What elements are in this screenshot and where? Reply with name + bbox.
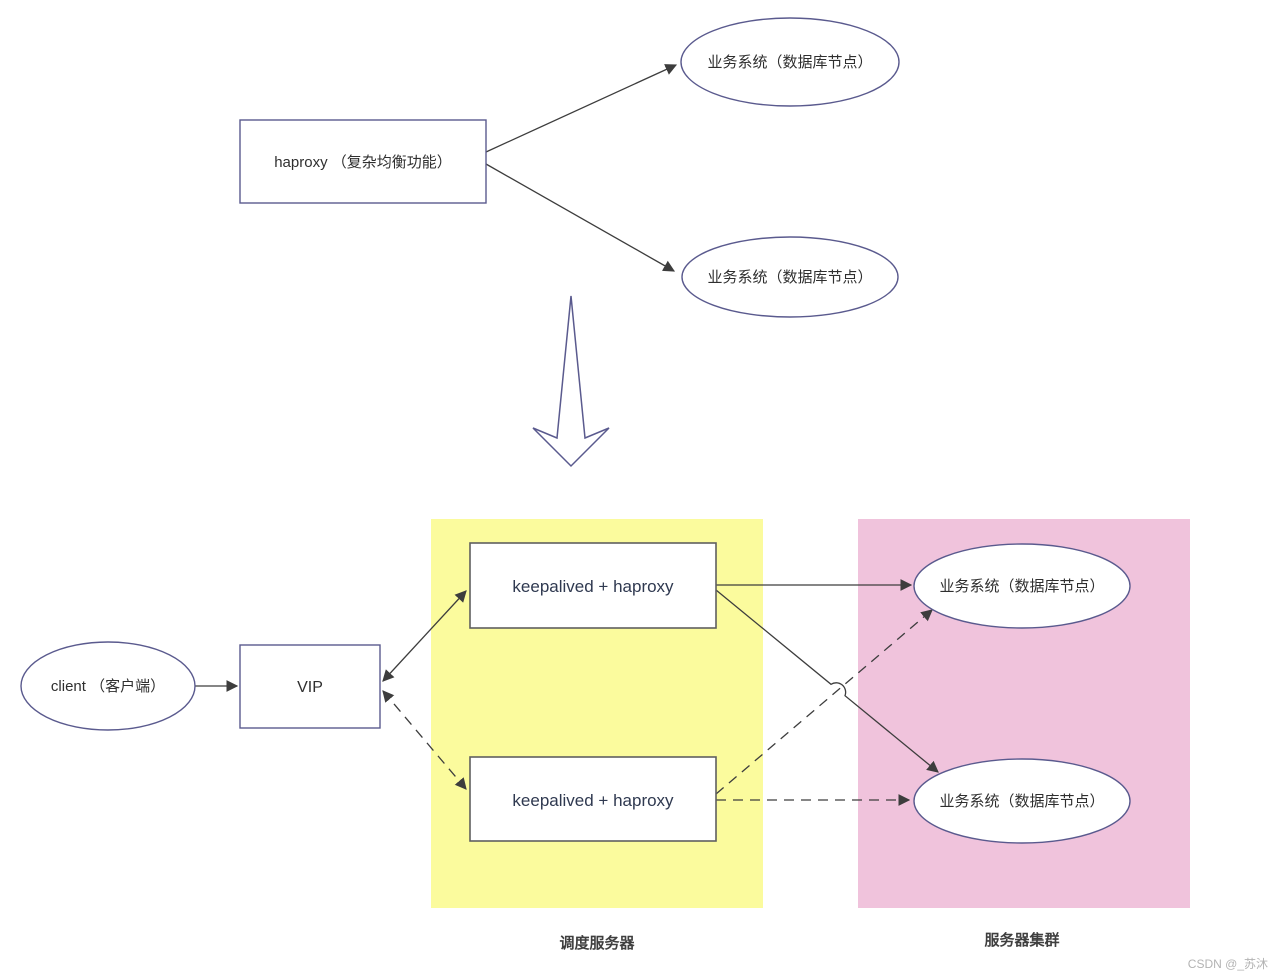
lb-box-2-label: keepalived + haproxy — [512, 791, 674, 810]
server-node-1 — [913, 543, 1131, 629]
client-node-label: client （客户端） — [51, 678, 165, 695]
vip-box-label: VIP — [297, 679, 323, 696]
server-node-1-label: 业务系统（数据库节点） — [939, 578, 1104, 595]
haproxy-box — [239, 119, 487, 204]
lb-box-1 — [469, 542, 717, 629]
vip-box — [239, 644, 381, 729]
arrow-lb1-to-server2-with-hop — [715, 589, 939, 773]
business-node-1 — [680, 17, 900, 107]
business-node-2-label: 业务系统（数据库节点） — [707, 269, 872, 286]
arrow-vip-lb1-bidirectional — [382, 590, 467, 682]
section-transition-arrow-icon — [532, 295, 610, 468]
haproxy-box-label: haproxy （复杂均衡功能） — [274, 153, 452, 171]
cluster-region-caption: 服务器集群 — [984, 931, 1059, 949]
csdn-watermark: CSDN @_苏沐 — [1188, 957, 1268, 971]
business-node-2 — [681, 236, 899, 318]
scheduler-region-caption: 调度服务器 — [559, 934, 635, 952]
client-node — [20, 641, 196, 731]
arrow-haproxy-to-node2 — [485, 163, 676, 272]
business-node-1-label: 业务系统（数据库节点） — [707, 54, 872, 71]
lb-box-1-label: keepalived + haproxy — [512, 577, 674, 596]
arrow-vip-lb2-bidirectional-dashed — [382, 690, 467, 790]
server-node-2 — [913, 758, 1131, 844]
arrow-lb2-to-server1-dashed — [715, 609, 933, 795]
lb-box-2 — [469, 756, 717, 842]
arrow-haproxy-to-node1 — [485, 64, 678, 153]
server-node-2-label: 业务系统（数据库节点） — [939, 793, 1104, 810]
